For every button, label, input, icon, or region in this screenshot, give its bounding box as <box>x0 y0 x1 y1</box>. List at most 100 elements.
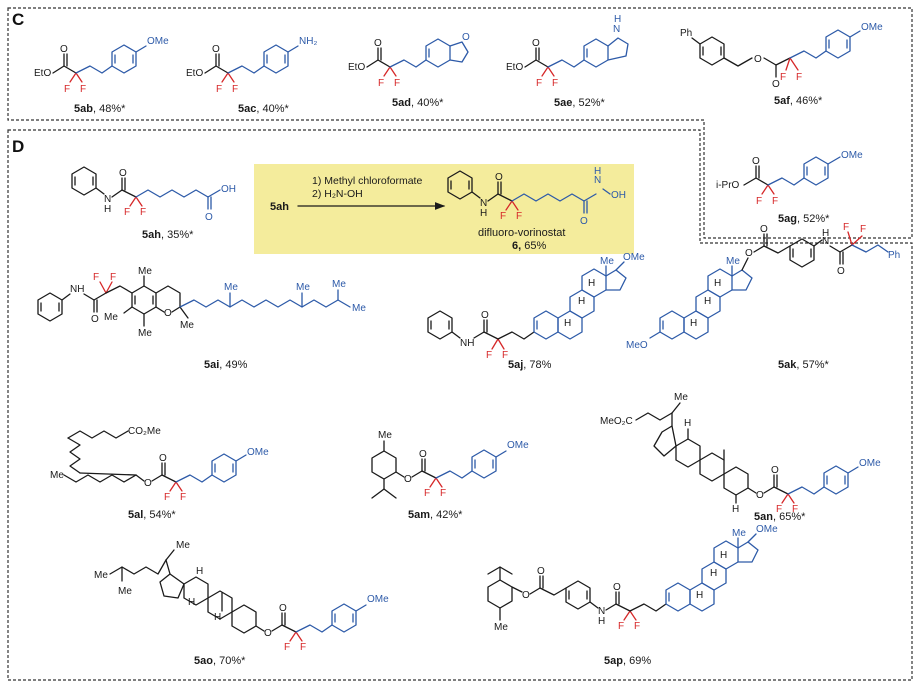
label-6: 6, 65% <box>512 240 546 252</box>
svg-text:H: H <box>696 590 703 601</box>
svg-text:F: F <box>440 488 446 499</box>
reaction-step2: 2) H₂N-OH <box>312 188 363 200</box>
svg-text:H: H <box>614 14 621 25</box>
svg-text:H: H <box>690 318 697 329</box>
label-5ac: 5ac, 40%* <box>238 103 289 115</box>
panel-c-label: C <box>12 10 24 29</box>
structure-5ap: Me O O N H O F F Me OMe H H H <box>487 524 778 633</box>
svg-text:OMe: OMe <box>507 440 529 451</box>
svg-text:F: F <box>232 84 238 95</box>
structure-5ao: Me Me Me H H H O O F F OMe <box>94 540 389 653</box>
svg-text:O: O <box>537 566 545 577</box>
svg-text:MeO: MeO <box>626 340 648 351</box>
svg-text:F: F <box>536 78 542 89</box>
svg-text:N: N <box>613 24 620 35</box>
svg-text:EtO: EtO <box>34 68 51 79</box>
svg-text:F: F <box>180 492 186 503</box>
svg-text:Me: Me <box>378 430 392 441</box>
label-5aj: 5aj, 78% <box>508 359 552 371</box>
svg-text:O: O <box>205 212 213 223</box>
svg-text:H: H <box>714 278 721 289</box>
svg-text:F: F <box>124 207 130 218</box>
svg-text:O: O <box>119 168 127 179</box>
svg-text:NH: NH <box>460 338 474 349</box>
svg-text:EtO: EtO <box>348 62 365 73</box>
svg-text:Me: Me <box>50 470 64 481</box>
label-5ai: 5ai, 49% <box>204 359 248 371</box>
svg-text:Me: Me <box>94 570 108 581</box>
label-5ab: 5ab, 48%* <box>74 103 126 115</box>
svg-text:F: F <box>772 196 778 207</box>
svg-text:F: F <box>860 224 866 235</box>
svg-text:H: H <box>196 566 203 577</box>
svg-text:Ph: Ph <box>680 28 692 39</box>
svg-text:Me: Me <box>732 528 746 539</box>
structure-5ad: EtO O F F O <box>348 32 470 89</box>
svg-text:F: F <box>486 350 492 361</box>
svg-text:F: F <box>776 504 782 515</box>
structure-6-difluoro-vorinostat: N H O F F O N H OH <box>447 166 626 227</box>
svg-text:O: O <box>264 628 272 639</box>
svg-text:CO₂Me: CO₂Me <box>128 426 161 437</box>
structure-5ab: EtO O F F OMe <box>34 36 169 95</box>
svg-text:F: F <box>516 211 522 222</box>
svg-text:F: F <box>500 211 506 222</box>
svg-text:H: H <box>822 228 829 239</box>
svg-text:F: F <box>843 222 849 233</box>
svg-text:O: O <box>532 38 540 49</box>
svg-text:OMe: OMe <box>367 594 389 605</box>
label-5am: 5am, 42%* <box>408 509 463 521</box>
svg-text:H: H <box>104 204 111 215</box>
svg-text:Me: Me <box>176 540 190 551</box>
svg-text:F: F <box>502 350 508 361</box>
svg-text:O: O <box>522 590 530 601</box>
svg-text:O: O <box>613 582 621 593</box>
svg-text:H: H <box>594 166 601 177</box>
svg-text:N: N <box>822 236 829 247</box>
svg-text:F: F <box>780 72 786 83</box>
svg-text:N: N <box>598 606 605 617</box>
svg-text:NH: NH <box>70 284 84 295</box>
svg-text:OH: OH <box>611 190 626 201</box>
svg-text:EtO: EtO <box>506 62 523 73</box>
svg-text:F: F <box>634 621 640 632</box>
svg-text:H: H <box>480 208 487 219</box>
structure-5al: CO₂Me Me O O F F OMe <box>50 426 269 503</box>
svg-text:F: F <box>284 642 290 653</box>
svg-text:Me: Me <box>352 303 366 314</box>
structure-5ah: N H O F F O OH <box>71 166 236 223</box>
svg-text:N: N <box>594 175 601 186</box>
svg-text:N: N <box>104 194 111 205</box>
panel-borders <box>7 7 913 681</box>
svg-text:Me: Me <box>180 320 194 331</box>
reaction-step1: 1) Methyl chloroformate <box>312 175 422 187</box>
svg-text:O: O <box>279 603 287 614</box>
svg-text:O: O <box>760 224 768 235</box>
svg-text:F: F <box>378 78 384 89</box>
svg-text:O: O <box>164 308 172 319</box>
svg-text:O: O <box>462 32 470 43</box>
svg-text:Me: Me <box>138 266 152 277</box>
svg-text:H: H <box>188 597 195 608</box>
label-5ag: 5ag, 52%* <box>778 213 830 225</box>
svg-text:F: F <box>80 84 86 95</box>
svg-text:Me: Me <box>118 586 132 597</box>
label-5ak: 5ak, 57%* <box>778 359 829 371</box>
svg-text:Me: Me <box>726 256 740 267</box>
svg-text:O: O <box>756 490 764 501</box>
svg-text:H: H <box>684 418 691 429</box>
svg-text:MeO₂C: MeO₂C <box>600 416 633 427</box>
label-5ad: 5ad, 40%* <box>392 97 444 109</box>
structure-5ag: i-PrO O F F OMe <box>716 150 863 207</box>
svg-text:F: F <box>93 272 99 283</box>
svg-text:OH: OH <box>221 184 236 195</box>
svg-text:O: O <box>495 172 503 183</box>
svg-text:OMe: OMe <box>859 458 881 469</box>
structure-5ac: EtO O F F NH₂ <box>186 36 317 95</box>
svg-text:H: H <box>732 504 739 515</box>
structure-5ai: NH O F F Me Me Me O Me Me Me Me Me <box>37 266 366 339</box>
svg-text:Me: Me <box>332 279 346 290</box>
svg-text:O: O <box>404 474 412 485</box>
svg-text:OMe: OMe <box>623 252 645 263</box>
svg-text:O: O <box>580 216 588 227</box>
